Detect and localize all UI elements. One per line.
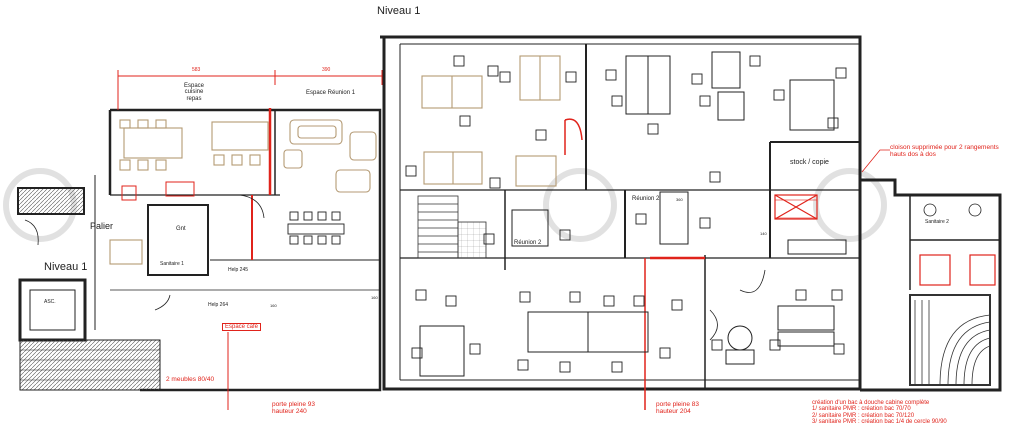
- label-reunion2b: Réunion 2: [632, 196, 660, 202]
- dimension-140: 140: [760, 231, 767, 236]
- furniture-beige: [109, 55, 561, 265]
- desks: [419, 51, 847, 377]
- storage-boxes: [774, 149, 890, 220]
- title-niveau-left: Niveau 1: [44, 261, 88, 273]
- label-help245: Help 245: [228, 267, 249, 273]
- label-asc: ASC.: [44, 299, 56, 305]
- right-annex-walls: [860, 178, 1002, 392]
- dimension-160b: 160: [371, 295, 378, 300]
- red-markup-lines: [564, 118, 705, 410]
- elevator-shaft: [17, 175, 161, 391]
- label-espace-cafe: Espace café: [222, 323, 262, 332]
- dimension-lines: [117, 70, 383, 410]
- annotation-creation: création d'un bac à douche cabine complè…: [812, 400, 947, 425]
- dimension-583: 583: [192, 67, 201, 73]
- watermark-logo: [3, 168, 887, 242]
- label-stock-copie: stock / copie: [790, 159, 829, 166]
- label-sanitaire2: Sanitaire 2: [925, 219, 949, 225]
- label-help264: Help 264: [208, 302, 229, 308]
- left-building-walls: [108, 108, 382, 392]
- title-niveau-top: Niveau 1: [377, 5, 421, 17]
- label-palier: Palier: [90, 221, 114, 231]
- label-espace-cuisine: Espace cuisine repas: [184, 83, 205, 102]
- label-espace-reunion1: Espace Réunion 1: [306, 90, 356, 96]
- annotation-porte2: porte pleine 83 hauteur 204: [656, 401, 700, 415]
- label-reunion2a: Réunion 2: [514, 240, 542, 246]
- label-gnt: Gnt: [176, 226, 186, 232]
- chairs: [287, 55, 847, 373]
- staircase-right: [909, 294, 991, 386]
- annotation-meubles: 2 meubles 80/40: [166, 376, 215, 383]
- dimension-160a: 160: [270, 303, 277, 308]
- dimension-390: 390: [322, 67, 331, 73]
- annotation-porte1: porte pleine 93 hauteur 240: [272, 401, 316, 415]
- main-building-walls: [380, 35, 862, 391]
- label-sanitaire1: Sanitaire 1: [160, 261, 184, 267]
- dimension-360: 360: [676, 197, 683, 202]
- annotation-cloison: cloison supprimée pour 2 rangements haut…: [890, 144, 999, 158]
- staircase-main: [417, 195, 487, 259]
- door-swings: [154, 194, 766, 341]
